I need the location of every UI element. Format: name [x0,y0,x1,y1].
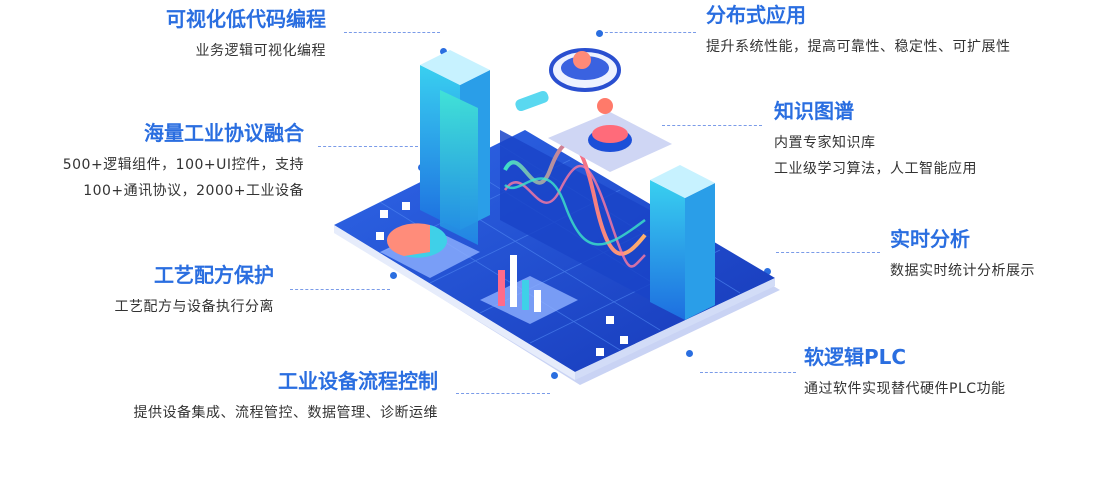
feature-title: 工艺配方保护 [154,263,274,287]
connector-dot [764,268,771,275]
feature-realtime-analysis: 实时分析 数据实时统计分析展示 [890,226,1035,284]
pie-chart [404,225,448,258]
feature-distributed: 分布式应用 提升系统性能，提高可靠性、稳定性、可扩展性 [706,2,1011,60]
feature-visual-lowcode: 可视化低代码编程 业务逻辑可视化编程 [166,6,326,64]
platform-illustration [334,48,780,385]
feature-title: 分布式应用 [706,3,806,27]
bar-1 [498,270,505,306]
connector-dot [596,30,603,37]
magnifier-handle [515,90,549,112]
pie-slice [386,223,430,256]
connector-dot [686,350,693,357]
feature-desc: 500+逻辑组件，100+UI控件，支持 [62,157,304,173]
knowledge-cylinder-top [592,125,628,143]
feature-title: 知识图谱 [774,99,854,123]
bar-4 [534,290,541,312]
connector-dot [390,272,397,279]
wave-line-2 [503,164,646,268]
connector-dot [551,372,558,379]
feature-soft-plc: 软逻辑PLC 通过软件实现替代硬件PLC功能 [804,344,1006,402]
connector-line [344,32,440,33]
wave-line-3 [504,177,646,246]
feature-desc: 工艺配方与设备执行分离 [114,299,274,315]
feature-desc: 内置专家知识库 [774,135,876,151]
connector-line [662,125,762,126]
building-left2-front [440,90,478,245]
feature-recipe-protection: 工艺配方保护 工艺配方与设备执行分离 [115,262,275,320]
building-left-top [420,50,490,85]
building-right-side [685,183,715,320]
feature-desc: 100+通讯协议，2000+工业设备 [83,183,304,199]
connector-line [600,32,696,33]
feature-title: 海量工业协议融合 [144,121,304,145]
building-right-front [650,180,685,320]
bar-3 [522,280,529,310]
feature-desc: 通过软件实现替代硬件PLC功能 [804,381,1006,397]
platform-edge [334,225,575,380]
platform-edge-right [575,278,775,380]
feature-protocol-fusion: 海量工业协议融合 500+逻辑组件，100+UI控件，支持 100+通讯协议，2… [63,120,304,204]
feature-title: 软逻辑PLC [804,345,907,369]
feature-desc: 提升系统性能，提高可靠性、稳定性、可扩展性 [706,39,1011,55]
feature-desc: 提供设备集成、流程管控、数据管理、诊断运维 [133,405,438,421]
feature-title: 实时分析 [890,227,970,251]
connector-line [776,252,880,253]
feature-title: 可视化低代码编程 [166,7,326,31]
feature-knowledge-graph: 知识图谱 内置专家知识库 工业级学习算法，人工智能应用 [774,98,977,182]
connector-line [700,372,796,373]
feature-desc: 业务逻辑可视化编程 [195,43,326,59]
feature-title: 工业设备流程控制 [278,369,438,393]
data-cubes [376,202,628,356]
magnifier-ball [573,51,591,69]
feature-flow-control: 工业设备流程控制 提供设备集成、流程管控、数据管理、诊断运维 [134,368,439,426]
wave-panel [500,130,650,300]
connector-line [456,393,550,394]
connector-line [290,289,390,290]
feature-desc: 工业级学习算法，人工智能应用 [774,161,977,177]
feature-desc: 数据实时统计分析展示 [890,263,1035,279]
building-right-top [650,165,715,198]
knowledge-ball [597,98,613,114]
connector-dot [440,48,447,55]
connector-line [318,146,418,147]
bar-2 [510,255,517,307]
